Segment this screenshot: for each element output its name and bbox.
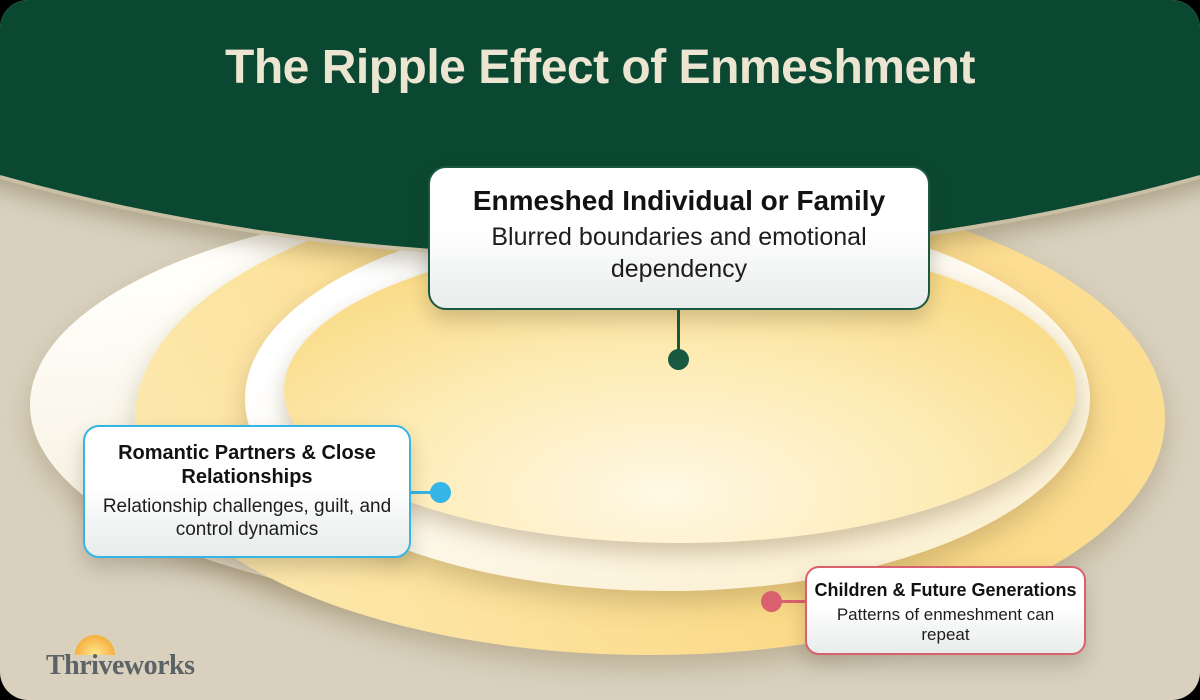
connector-dot-children — [761, 591, 782, 612]
logo-text: Thriveworks — [46, 650, 195, 681]
connector-dot-partners — [430, 482, 451, 503]
callout-enmeshed-family: Enmeshed Individual or Family Blurred bo… — [428, 166, 930, 310]
callout-enmeshed-family-title: Enmeshed Individual or Family — [472, 185, 886, 216]
callout-children-generations-body: Patterns of enmeshment can repeat — [836, 604, 1055, 645]
connector-line-partners — [409, 491, 435, 494]
callout-romantic-partners-body: Relationship challenges, guilt, and cont… — [102, 495, 392, 541]
thriveworks-logo: Thriveworks — [46, 632, 195, 682]
connector-dot-center — [668, 349, 689, 370]
callout-romantic-partners: Romantic Partners & Close Relationships … — [83, 425, 411, 558]
sunrise-icon — [75, 635, 115, 655]
connector-line-center — [677, 308, 680, 352]
connector-line-children — [778, 600, 808, 603]
callout-romantic-partners-title: Romantic Partners & Close Relationships — [118, 442, 376, 489]
callout-children-generations: Children & Future Generations Patterns o… — [805, 566, 1086, 655]
page-title: The Ripple Effect of Enmeshment — [225, 41, 975, 94]
callout-children-generations-title: Children & Future Generations — [814, 580, 1077, 600]
callout-enmeshed-family-body: Blurred boundaries and emotional depende… — [491, 223, 867, 283]
